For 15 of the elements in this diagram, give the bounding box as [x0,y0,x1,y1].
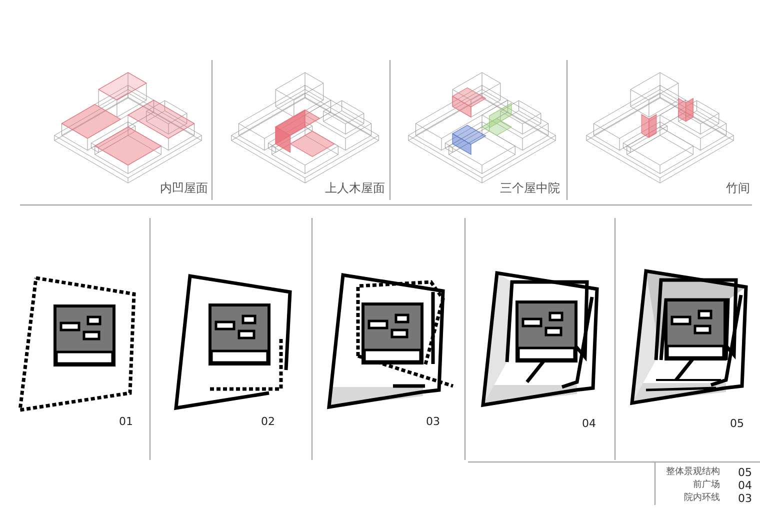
caption: 三个屋中院 [500,182,560,194]
panel-number: 01 [119,416,133,427]
legend-number: 03 [738,493,752,504]
panel-number: 04 [582,418,596,429]
panel-number: 02 [261,416,275,427]
legend-text: 整体景观结构 [666,468,720,477]
caption: 内凹屋面 [160,182,208,194]
caption: 上人木屋面 [325,182,385,194]
panel-number: 03 [426,416,440,427]
legend-number: 04 [738,480,752,491]
panel-number: 05 [730,418,744,429]
caption: 竹间 [726,182,750,194]
legend-number: 05 [738,467,752,478]
legend-text: 前广场 [693,481,720,490]
legend-text: 院内环线 [684,494,720,503]
